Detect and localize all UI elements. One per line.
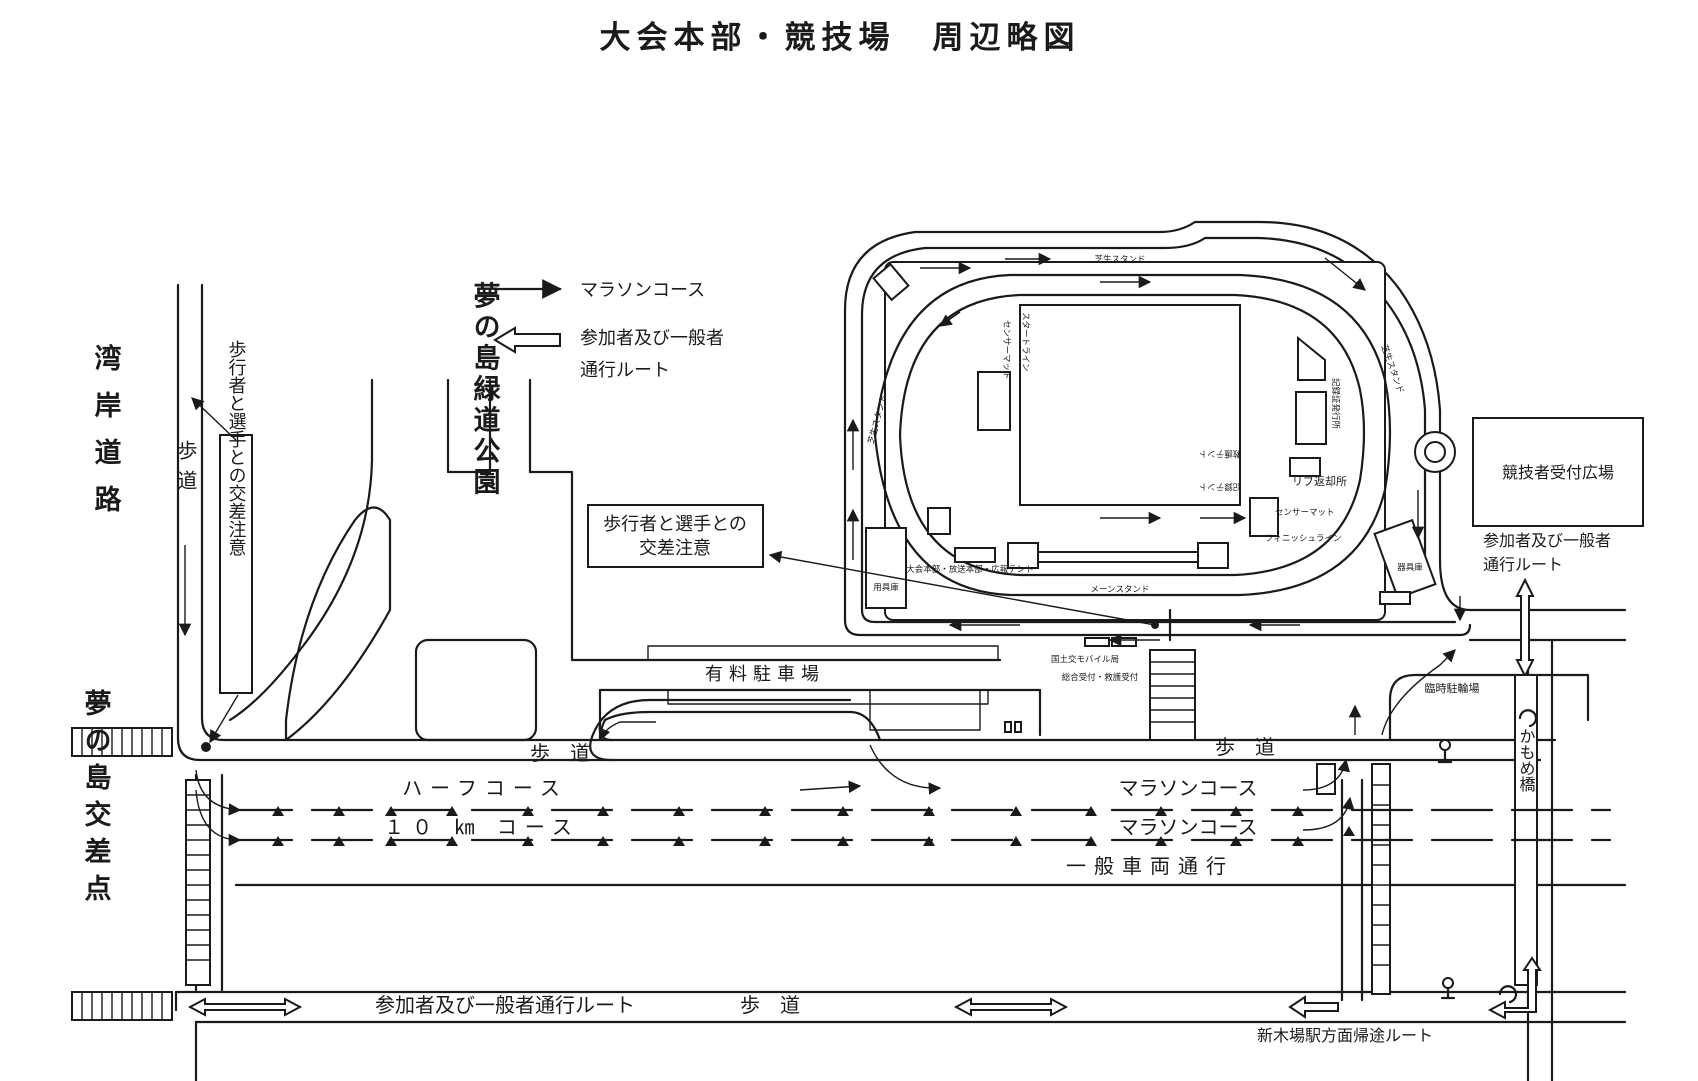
svg-text:交差注意: 交差注意	[639, 538, 711, 559]
crosswalk-vertical-left	[185, 779, 211, 986]
tent-1-label: 救護テント	[1199, 448, 1242, 459]
finish-sensor-mat-label: センサーマット	[1275, 508, 1335, 518]
crosswalk-vertical-mid	[1316, 763, 1391, 995]
record-certificate-label: 記録証発行所	[1330, 378, 1341, 430]
marathon-loop-parking	[589, 698, 882, 762]
equipment-right-label: 器具庫	[1397, 562, 1423, 573]
crosswalk-stadium-entrance	[1149, 649, 1196, 741]
parking-label: 有料駐車場	[705, 664, 825, 685]
finish-line-label: フィニッシュライン	[1265, 534, 1341, 544]
crosswalk-left-bottom	[71, 991, 173, 1021]
right-route-double-arrow	[1515, 577, 1535, 679]
general-reception-label: 総合受付・救護受付	[1062, 672, 1139, 683]
small-structures	[1004, 721, 1022, 733]
main-stand-label: メーンスタンド	[1091, 585, 1150, 595]
svg-text:参加者及び一般者: 参加者及び一般者	[1483, 531, 1611, 550]
course-markers	[230, 806, 1612, 846]
wangan-road-label: 湾岸道路	[90, 343, 122, 532]
svg-text:臨時駐輪場: 臨時駐輪場	[1425, 681, 1480, 695]
legend-marathon-label: マラソンコース	[580, 280, 705, 301]
park-outline	[228, 378, 1042, 742]
marathon-course-label-1: マラソンコース	[1119, 776, 1258, 800]
map-title: 大会本部・競技場 周辺略図	[600, 20, 1081, 56]
legend-route-label-2: 通行ルート	[580, 360, 670, 381]
park-label: 夢の島緑道公園	[469, 281, 501, 498]
mobile-station-label: 国土交モバイル局	[1051, 654, 1119, 665]
svg-text:歩行者と選手との交差注意: 歩行者と選手との交差注意	[226, 340, 247, 556]
pin-icon	[1437, 739, 1456, 1000]
start-line-label: スタートライン	[1020, 312, 1030, 372]
stadium	[843, 220, 1472, 647]
right-route-label: 参加者及び一般者 通行ルート	[1483, 531, 1611, 574]
sidewalk-bottom-label: 歩 道	[740, 993, 800, 1017]
return-route-arrow	[1487, 956, 1542, 1020]
svg-text:かもめ橋: かもめ橋	[1517, 728, 1536, 793]
bottom-route-arrows	[187, 995, 1339, 1019]
legend-route-arrow	[493, 326, 561, 354]
ten-km-course-label: １０ ㎞ コース	[384, 815, 580, 839]
start-sensor-mat-label: センサーマット	[1001, 320, 1011, 380]
lawn-stand-top-label: 芝生スタンド	[1094, 254, 1145, 265]
yumenoshima-intersection-label: 夢の島交差点	[80, 689, 112, 911]
crosswalk-left-top	[71, 727, 173, 757]
legend: マラソンコース 参加者及び一般者 通行ルート	[493, 279, 724, 381]
sidewalk-right-label: 歩 道	[1215, 735, 1275, 759]
temp-parking: 臨時駐輪場	[1425, 681, 1480, 695]
sidewalk-left-label: 歩道	[174, 440, 198, 500]
kamome-bridge: かもめ橋	[1514, 674, 1538, 986]
hq-booth-label: 大会本部・放送本部・広報テント	[906, 564, 1034, 575]
tent-2-label: 記録テント	[1199, 481, 1242, 492]
equipment-left-label: 用具庫	[873, 582, 899, 593]
bottom-route-label: 参加者及び一般者通行ルート	[375, 993, 635, 1017]
legend-route-label-1: 参加者及び一般者	[580, 328, 724, 349]
caution-box-center: 歩行者と選手との 交差注意	[587, 504, 1159, 629]
caution-left-arrows	[191, 397, 239, 752]
marathon-course-label-2: マラソンコース	[1119, 815, 1258, 839]
horseshoe-icon	[1498, 709, 1538, 1004]
reception-plaza-label: 競技者受付広場	[1502, 463, 1614, 482]
caution-box-left: 歩行者と選手との交差注意	[219, 340, 253, 694]
general-traffic-label: 一般車両通行	[1066, 854, 1234, 878]
return-route-label: 新木場駅方面帰途ルート	[1257, 1026, 1433, 1045]
course-arrows	[178, 545, 1456, 847]
chip-return-label: リブ返却所	[1292, 474, 1347, 488]
svg-text:通行ルート: 通行ルート	[1483, 555, 1563, 574]
reception-plaza-box: 競技者受付広場	[1472, 417, 1644, 527]
svg-text:歩行者と選手との: 歩行者と選手との	[603, 514, 747, 535]
sidewalk-mid-label: 歩 道	[530, 741, 590, 765]
half-course-label: ハーフコース	[402, 776, 568, 800]
